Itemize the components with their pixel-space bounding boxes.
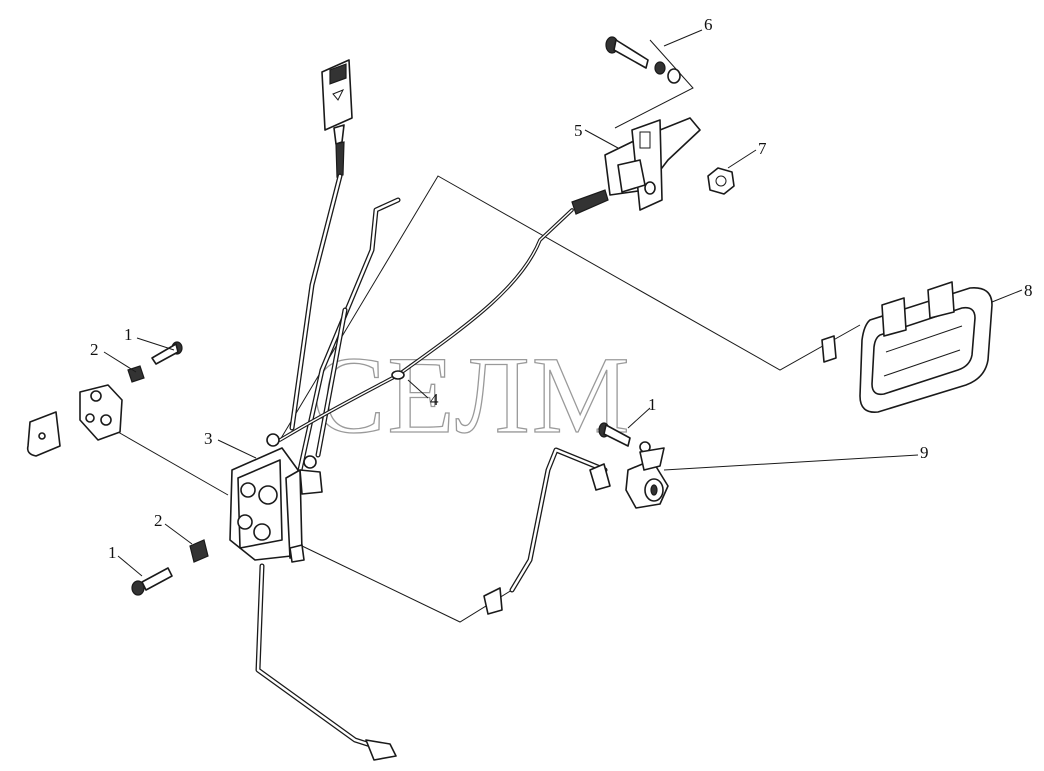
nut-7 — [707, 167, 735, 195]
callout-1-top: 1 — [124, 325, 133, 344]
callout-6: 6 — [704, 15, 713, 34]
callout-2-top: 2 — [90, 340, 99, 359]
inside-release-handle — [321, 59, 353, 145]
lower-lock-rod — [483, 447, 611, 615]
screw-1-top — [151, 341, 183, 365]
callout-9: 9 — [920, 443, 929, 462]
callout-1-low: 1 — [108, 543, 117, 562]
watermark-text: СЕЛМ — [312, 334, 632, 456]
callout-3: 3 — [204, 429, 213, 448]
callout-2-low: 2 — [154, 511, 163, 530]
screw-1-mid — [598, 422, 651, 453]
callout-7: 7 — [758, 139, 767, 158]
outside-door-handle — [821, 281, 993, 413]
callout-8: 8 — [1024, 281, 1033, 300]
door-lock-body — [229, 433, 323, 563]
bottom-inner-rod — [255, 563, 397, 761]
callout-leaders — [103, 29, 1023, 577]
screw-1-low — [131, 567, 173, 596]
outside-handle-bracket — [604, 117, 701, 211]
control-rods — [289, 173, 401, 473]
bolt-washers-6 — [605, 36, 681, 84]
washer-2-low — [189, 539, 209, 563]
lock-cylinder — [625, 447, 669, 509]
striker-plate — [26, 384, 123, 457]
callout-4: 4 — [430, 390, 439, 409]
handle-rod-spring — [335, 141, 345, 178]
assembly-lines — [117, 39, 861, 623]
callout-5: 5 — [574, 121, 583, 140]
release-cable — [278, 189, 609, 442]
callout-1-mid: 1 — [648, 395, 657, 414]
